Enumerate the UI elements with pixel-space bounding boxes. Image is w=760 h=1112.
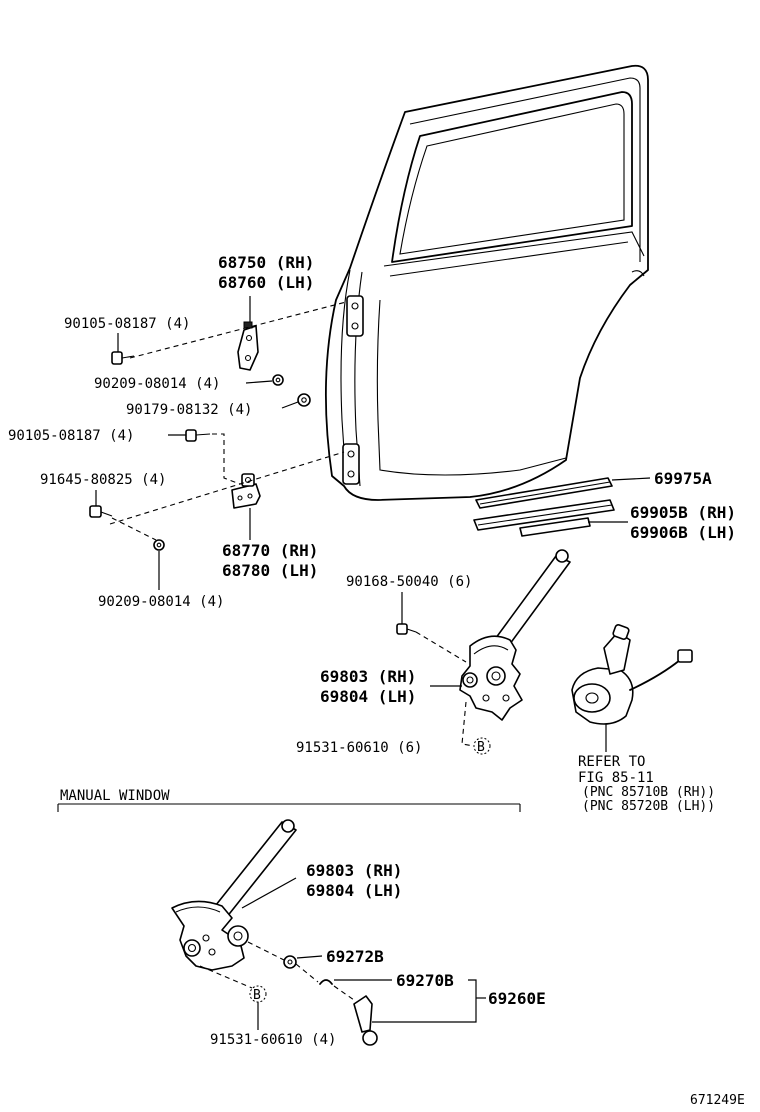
dash-bolt-mid bbox=[212, 433, 241, 485]
door-weatherstrip bbox=[475, 477, 613, 509]
svg-text:B: B bbox=[253, 988, 261, 1003]
label-pnc-lh: (PNC 85720B (LH)) bbox=[582, 799, 715, 814]
label-pnc-rh: (PNC 85710B (RH)) bbox=[582, 785, 715, 800]
dash-bolt-manual bbox=[199, 965, 253, 989]
label-belt-lh: 69906B (LH) bbox=[630, 523, 736, 542]
leader-weatherstrip bbox=[611, 477, 651, 481]
label-handle-assy: 69260E bbox=[488, 989, 546, 1008]
label-regulator-manual-rh: 69803 (RH) bbox=[306, 861, 402, 880]
dash-handle-clip bbox=[295, 963, 319, 983]
screw-power-icon bbox=[396, 623, 417, 635]
label-bolt-mid: 90105-08187 (4) bbox=[8, 428, 134, 444]
marker-b-power: B bbox=[473, 737, 491, 755]
dash-hinge-upper bbox=[129, 301, 347, 359]
dash-screw-power bbox=[415, 631, 467, 663]
bolt-upper-icon bbox=[111, 351, 135, 365]
bracket-handle-assy bbox=[372, 979, 477, 1023]
label-weatherstrip: 69975A bbox=[654, 469, 712, 488]
label-belt-rh: 69905B (RH) bbox=[630, 503, 736, 522]
handle-clip-icon bbox=[319, 979, 333, 985]
bolt-lower-icon bbox=[89, 505, 113, 518]
label-bolt-lower: 91645-80825 (4) bbox=[40, 472, 166, 488]
bolt-mid-icon bbox=[185, 429, 211, 442]
handle-plate-icon bbox=[283, 955, 297, 969]
marker-b-manual: B bbox=[249, 985, 267, 1003]
rear-door-shell bbox=[324, 64, 649, 501]
power-window-regulator bbox=[459, 549, 571, 721]
nut-upper-icon bbox=[297, 393, 311, 407]
label-nut-upper: 90179-08132 (4) bbox=[126, 402, 252, 418]
label-refer-line1: REFER TO bbox=[578, 754, 645, 770]
manual-window-regulator bbox=[171, 819, 297, 971]
figure-code: 671249E bbox=[690, 1093, 745, 1108]
label-regulator-power-rh: 69803 (RH) bbox=[320, 667, 416, 686]
label-bolt-power-regulator: 91531-60610 (6) bbox=[296, 740, 422, 756]
label-handle-plate: 69272B bbox=[326, 947, 384, 966]
leader-handle-plate bbox=[296, 955, 323, 959]
label-washer-upper: 90209-08014 (4) bbox=[94, 376, 220, 392]
dash-bolt-power bbox=[461, 701, 475, 747]
dash-handle bbox=[333, 985, 355, 1001]
label-bolt-manual-regulator: 91531-60610 (4) bbox=[210, 1032, 336, 1048]
lower-door-hinge bbox=[231, 473, 261, 509]
window-motor bbox=[571, 624, 693, 725]
label-refer-line2: FIG 85-11 bbox=[578, 770, 654, 786]
label-hinge-lower-rh: 68770 (RH) bbox=[222, 541, 318, 560]
label-hinge-lower-lh: 68780 (LH) bbox=[222, 561, 318, 580]
dash-bolt-lower bbox=[111, 517, 157, 541]
upper-door-hinge bbox=[237, 321, 259, 371]
dash-hinge-lower bbox=[109, 451, 345, 525]
dash-handle-plate bbox=[247, 941, 285, 961]
label-screw-power: 90168-50040 (6) bbox=[346, 574, 472, 590]
leader-washer-upper bbox=[245, 380, 273, 384]
washer-upper-icon bbox=[272, 374, 284, 386]
label-manual-window: MANUAL WINDOW bbox=[60, 788, 170, 804]
leader-nut-upper bbox=[281, 401, 299, 409]
label-handle-clip: 69270B bbox=[396, 971, 454, 990]
svg-text:B: B bbox=[477, 740, 485, 755]
washer-lower-icon bbox=[153, 539, 165, 551]
label-bolt-upper: 90105-08187 (4) bbox=[64, 316, 190, 332]
leader-regulator-manual bbox=[241, 877, 297, 909]
window-crank-handle-icon bbox=[353, 995, 378, 1046]
label-washer-lower: 90209-08014 (4) bbox=[98, 594, 224, 610]
label-hinge-upper-lh: 68760 (LH) bbox=[218, 273, 314, 292]
label-regulator-power-lh: 69804 (LH) bbox=[320, 687, 416, 706]
label-regulator-manual-lh: 69804 (LH) bbox=[306, 881, 402, 900]
belt-moulding bbox=[473, 499, 615, 537]
label-hinge-upper-rh: 68750 (RH) bbox=[218, 253, 314, 272]
